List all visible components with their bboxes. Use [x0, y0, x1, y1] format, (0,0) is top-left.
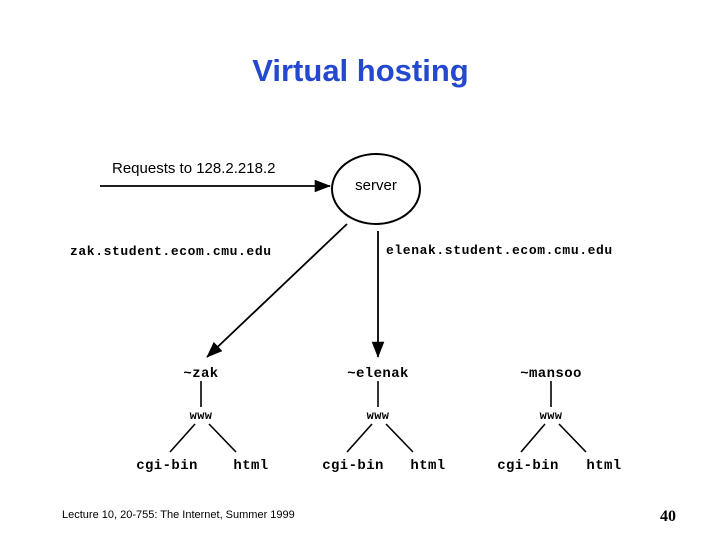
child-dir-elenak-html: html — [410, 458, 446, 474]
home-dir-mansoo: ~mansoo — [520, 366, 582, 382]
child-dir-mansoo-cgi-bin: cgi-bin — [497, 458, 559, 474]
server-label: server — [355, 177, 397, 194]
child-dir-mansoo-html: html — [586, 458, 622, 474]
page-title: Virtual hosting — [252, 53, 469, 88]
page-number: 40 — [660, 508, 676, 525]
child-dir-elenak-cgi-bin: cgi-bin — [322, 458, 384, 474]
tree-edge-mansoo-www-html — [558, 423, 587, 453]
home-dir-elenak: ~elenak — [347, 366, 409, 382]
hostname-label-zak: zak.student.ecom.cmu.edu — [70, 244, 272, 259]
tree-edge-mansoo-www-cgibin — [520, 423, 546, 453]
child-dir-zak-cgi-bin: cgi-bin — [136, 458, 198, 474]
server-ellipse — [331, 153, 421, 225]
web-dir-mansoo-www: www — [539, 409, 563, 423]
tree-edge-zak-www-cgibin — [169, 423, 196, 453]
web-dir-elenak-www: www — [366, 409, 390, 423]
web-dir-zak-www: www — [189, 409, 213, 423]
tree-edge-elenak-www-cgibin — [346, 423, 373, 453]
footer-note: Lecture 10, 20-755: The Internet, Summer… — [62, 509, 295, 521]
tree-edge-elenak-www-html — [385, 423, 414, 453]
home-dir-zak: ~zak — [183, 366, 219, 382]
child-dir-zak-html: html — [233, 458, 269, 474]
tree-edge-zak-www-html — [208, 423, 237, 453]
hostname-label-elenak: elenak.student.ecom.cmu.edu — [386, 243, 613, 258]
request-flow-label: Requests to 128.2.218.2 — [112, 160, 276, 177]
